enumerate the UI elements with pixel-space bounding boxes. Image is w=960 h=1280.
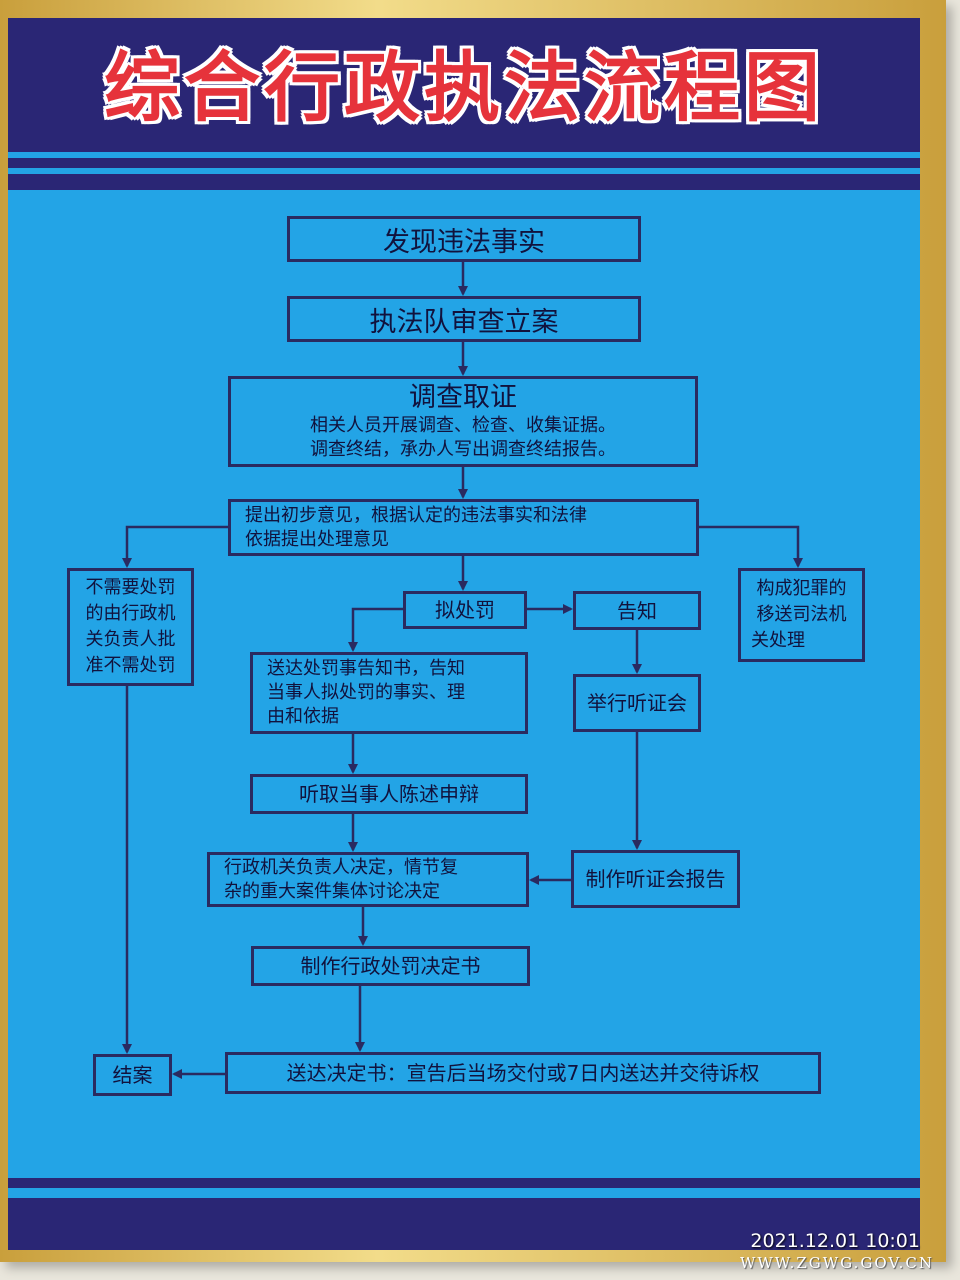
step-statement-label: 听取当事人陈述申辩 [299, 782, 479, 806]
step-decision: 行政机关负责人决定，情节复 杂的重大案件集体讨论决定 [207, 852, 529, 907]
step-discover-label: 发现违法事实 [383, 226, 545, 258]
step-register: 执法队审查立案 [287, 296, 641, 342]
step-hearing-report: 制作听证会报告 [571, 850, 740, 908]
step-opinion: 提出初步意见，根据认定的违法事实和法律 依据提出处理意见 [228, 499, 699, 556]
branch-crime-line: 构成犯罪的 [756, 578, 847, 599]
step-investigate: 调查取证 相关人员开展调查、检查、收集证据。 调查终结，承办人写出调查终结报告。 [228, 376, 698, 467]
branch-crime-line: 关处理 [751, 630, 805, 651]
site-watermark: WWW.ZGWG.GOV.CN [739, 1254, 934, 1272]
step-penalty-doc: 制作行政处罚决定书 [251, 946, 530, 986]
arrow-proposed-notice [348, 607, 403, 652]
arrow-opinion-no-penalty [122, 525, 228, 568]
divider-stripe [8, 1178, 920, 1188]
arrow-opinion-crime [699, 525, 803, 568]
branch-no-penalty: 不需要处罚 的由行政机 关负责人批 准不需处罚 [67, 568, 194, 686]
divider-stripe [8, 158, 920, 168]
branch-no-penalty-line: 的由行政机 [85, 603, 176, 624]
step-close-label: 结案 [112, 1063, 153, 1087]
branch-crime-line: 移送司法机 [756, 604, 847, 625]
step-decision-line: 杂的重大案件集体讨论决定 [224, 880, 440, 902]
step-register-label: 执法队审查立案 [369, 306, 559, 338]
branch-no-penalty-line: 准不需处罚 [85, 655, 176, 676]
photo-timestamp: 2021.12.01 10:01 [750, 1230, 920, 1252]
step-notice-line: 由和依据 [267, 706, 339, 727]
step-statement: 听取当事人陈述申辩 [250, 774, 528, 814]
title-banner: 综合行政执法流程图 [8, 18, 920, 152]
step-hearing: 举行听证会 [573, 674, 701, 732]
step-notify-label: 告知 [617, 598, 657, 623]
step-notice-line: 当事人拟处罚的事实、理 [267, 682, 465, 703]
flowchart-board: 综合行政执法流程图 [8, 18, 920, 1250]
step-notice-line: 送达处罚事告知书，告知 [267, 658, 465, 679]
step-notify: 告知 [573, 591, 701, 630]
divider-stripe [8, 174, 920, 190]
step-investigate-title: 调查取证 [409, 381, 517, 413]
branch-crime: 构成犯罪的 移送司法机 关处理 [738, 568, 865, 662]
step-proposed-penalty: 拟处罚 [403, 591, 527, 629]
branch-no-penalty-line: 不需要处罚 [85, 577, 176, 598]
step-investigate-line: 调查终结，承办人写出调查终结报告。 [310, 438, 616, 460]
step-decision-line: 行政机关负责人决定，情节复 [224, 856, 458, 878]
step-deliver-label: 送达决定书：宣告后当场交付或7日内送达并交待诉权 [286, 1061, 760, 1085]
step-notice: 送达处罚事告知书，告知 当事人拟处罚的事实、理 由和依据 [250, 652, 528, 734]
step-discover: 发现违法事实 [287, 216, 641, 262]
branch-no-penalty-line: 关负责人批 [85, 629, 176, 650]
page-title: 综合行政执法流程图 [104, 43, 824, 132]
step-hearing-label: 举行听证会 [587, 691, 687, 715]
step-deliver: 送达决定书：宣告后当场交付或7日内送达并交待诉权 [225, 1052, 821, 1094]
step-proposed-penalty-label: 拟处罚 [435, 598, 495, 622]
step-opinion-line: 提出初步意见，根据认定的违法事实和法律 [245, 504, 587, 526]
step-opinion-line: 依据提出处理意见 [245, 528, 389, 550]
step-close: 结案 [93, 1054, 172, 1096]
step-penalty-doc-label: 制作行政处罚决定书 [300, 954, 481, 978]
step-hearing-report-label: 制作听证会报告 [585, 867, 726, 891]
step-investigate-line: 相关人员开展调查、检查、收集证据。 [310, 414, 616, 436]
footer-band [8, 1198, 920, 1250]
